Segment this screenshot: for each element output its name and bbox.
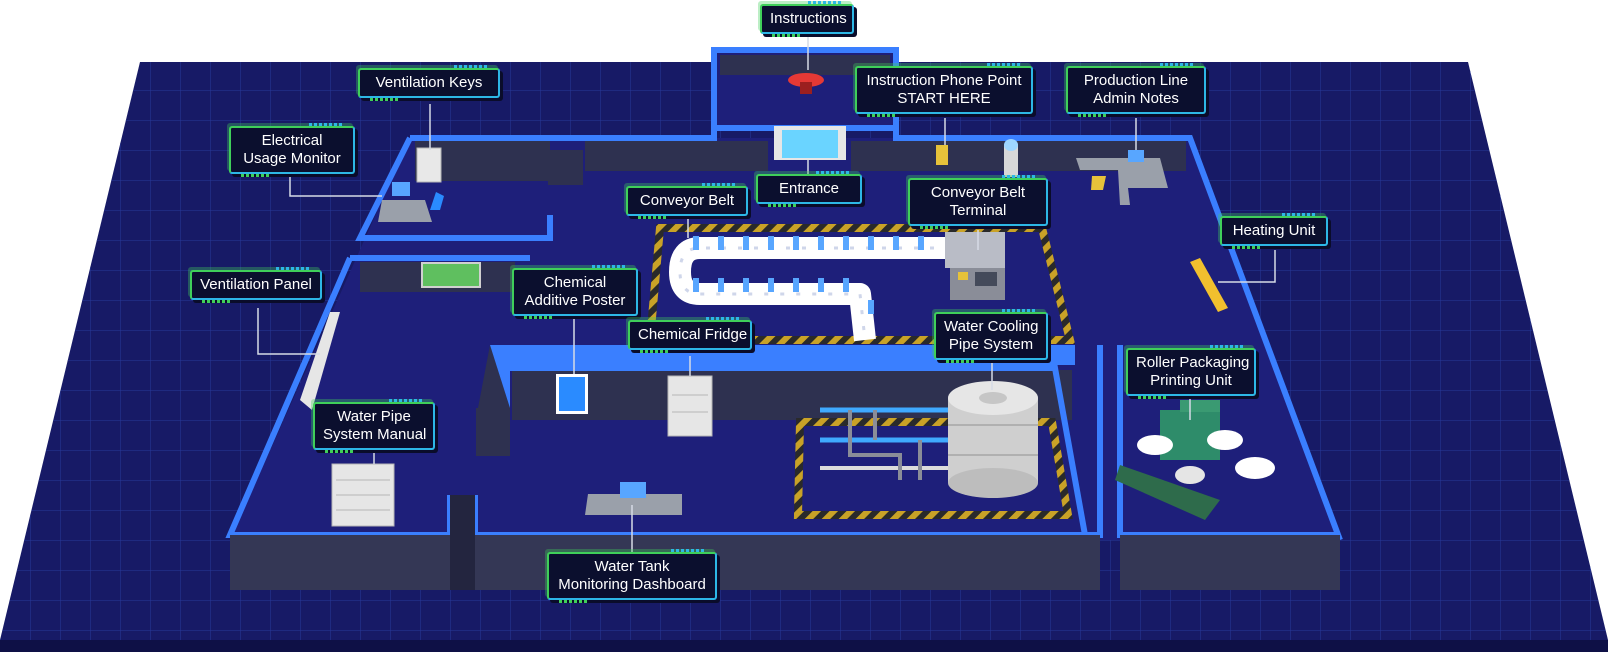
label-water-pipe-system-manual-line1: Water Pipe bbox=[337, 408, 411, 425]
label-instruction-phone-point-line2: START HERE bbox=[897, 90, 991, 107]
label-leader-lines bbox=[257, 36, 1276, 552]
terminal-machine bbox=[945, 232, 1005, 300]
label-chemical-fridge[interactable]: Chemical Fridge bbox=[628, 317, 752, 353]
label-chemical-additive-poster-line1: Chemical bbox=[543, 274, 607, 291]
label-water-pipe-system-manual[interactable]: Water Pipe System Manual bbox=[313, 399, 435, 453]
label-instruction-phone-point[interactable]: Instruction Phone Point START HERE bbox=[855, 63, 1033, 117]
label-ventilation-panel-text: Ventilation Panel bbox=[200, 276, 312, 293]
label-roller-packaging-printing-unit-line1: Roller Packaging bbox=[1136, 354, 1250, 371]
label-heating-unit[interactable]: Heating Unit bbox=[1220, 213, 1328, 249]
label-instructions[interactable]: Instructions bbox=[760, 1, 854, 37]
label-water-tank-monitoring-dashboard-line1: Water Tank bbox=[594, 558, 670, 575]
label-chemical-fridge-text: Chemical Fridge bbox=[638, 326, 748, 343]
label-electrical-usage-monitor[interactable]: Electrical Usage Monitor bbox=[229, 123, 355, 177]
label-conveyor-belt-text: Conveyor Belt bbox=[639, 192, 735, 209]
label-conveyor-belt-terminal[interactable]: Conveyor Belt Terminal bbox=[908, 175, 1048, 229]
label-conveyor-belt[interactable]: Conveyor Belt bbox=[626, 183, 748, 219]
label-water-tank-monitoring-dashboard[interactable]: Water Tank Monitoring Dashboard bbox=[547, 549, 717, 603]
label-instruction-phone-point-line1: Instruction Phone Point bbox=[866, 72, 1022, 89]
label-electrical-usage-monitor-line1: Electrical bbox=[261, 132, 323, 149]
pipe-system bbox=[820, 407, 948, 480]
water-tank bbox=[948, 381, 1038, 498]
label-entrance[interactable]: Entrance bbox=[756, 171, 862, 207]
label-water-tank-monitoring-dashboard-line2: Monitoring Dashboard bbox=[558, 576, 706, 593]
label-production-line-admin-notes-line1: Production Line bbox=[1083, 72, 1189, 89]
label-conveyor-belt-terminal-line2: Terminal bbox=[949, 202, 1007, 219]
props bbox=[300, 73, 1228, 527]
label-ventilation-keys-text: Ventilation Keys bbox=[375, 74, 483, 91]
label-water-cooling-pipe-system-line2: Pipe System bbox=[948, 336, 1034, 353]
label-entrance-text: Entrance bbox=[778, 180, 840, 197]
label-instructions-text: Instructions bbox=[770, 10, 847, 27]
label-water-cooling-pipe-system-line1: Water Cooling bbox=[944, 318, 1039, 335]
label-ventilation-keys[interactable]: Ventilation Keys bbox=[358, 65, 500, 101]
label-chemical-additive-poster-line2: Additive Poster bbox=[524, 292, 626, 309]
label-ventilation-panel[interactable]: Ventilation Panel bbox=[190, 267, 322, 303]
label-production-line-admin-notes[interactable]: Production Line Admin Notes bbox=[1066, 63, 1206, 117]
label-conveyor-belt-terminal-line1: Conveyor Belt bbox=[930, 184, 1026, 201]
label-water-pipe-system-manual-line2: System Manual bbox=[323, 426, 427, 443]
conveyor-belt-machine bbox=[669, 236, 950, 342]
label-water-cooling-pipe-system[interactable]: Water Cooling Pipe System bbox=[934, 309, 1048, 363]
label-roller-packaging-printing-unit-line2: Printing Unit bbox=[1150, 372, 1232, 389]
label-chemical-additive-poster[interactable]: Chemical Additive Poster bbox=[512, 265, 638, 319]
label-production-line-admin-notes-line2: Admin Notes bbox=[1093, 90, 1179, 107]
label-roller-packaging-printing-unit[interactable]: Roller Packaging Printing Unit bbox=[1126, 345, 1256, 399]
label-heating-unit-text: Heating Unit bbox=[1232, 222, 1316, 239]
label-electrical-usage-monitor-line2: Usage Monitor bbox=[243, 150, 341, 167]
